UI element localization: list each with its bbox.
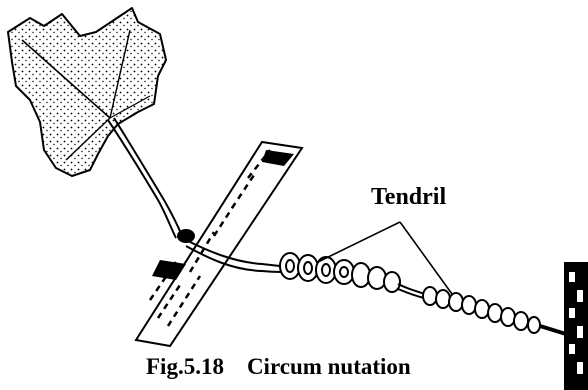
tendril-coils-upper bbox=[280, 253, 400, 292]
figure-caption: Fig.5.18 Circum nutation bbox=[146, 354, 411, 380]
leaf bbox=[8, 8, 166, 176]
petiole bbox=[108, 120, 176, 238]
support-stem bbox=[136, 142, 302, 346]
tendril-label: Tendril bbox=[371, 184, 446, 211]
right-support bbox=[564, 262, 588, 390]
tendril-coils-lower bbox=[423, 287, 540, 333]
